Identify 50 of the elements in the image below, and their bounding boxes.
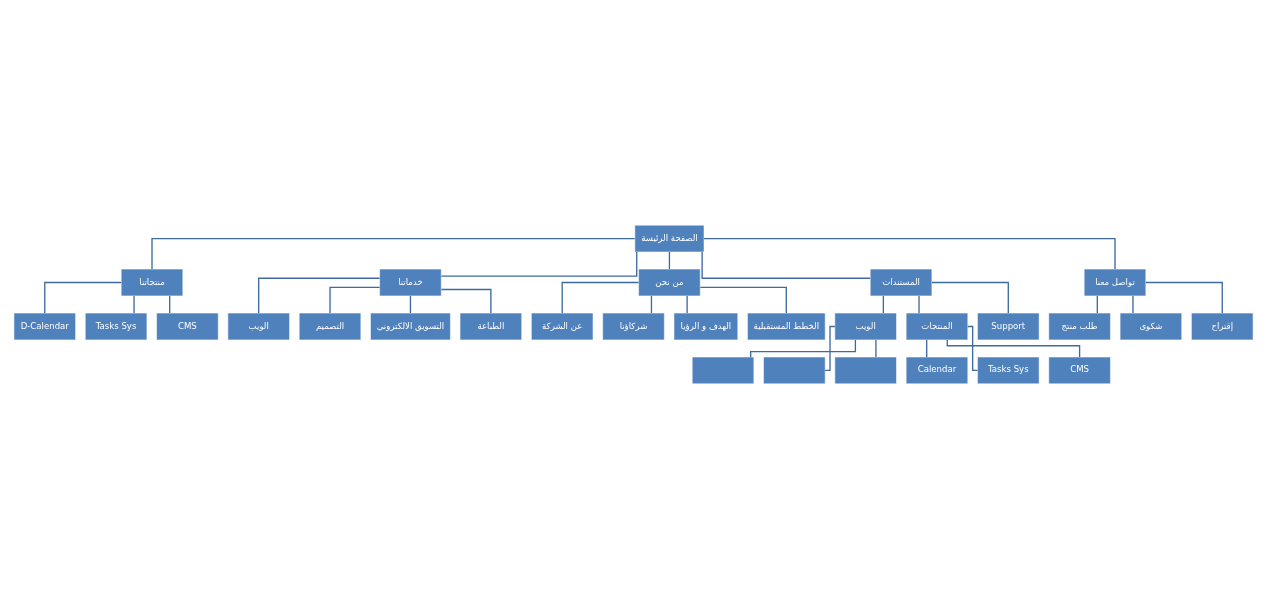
- connector: [440, 288, 492, 314]
- node-box: الهدف و الرؤيا: [673, 312, 739, 341]
- node-box: خدماتنا: [379, 268, 442, 297]
- connector: [561, 281, 640, 314]
- connector: [967, 325, 979, 372]
- node-box: منتجاتنا: [120, 268, 184, 297]
- node-box: المستندات: [869, 268, 933, 297]
- connector: [918, 295, 920, 314]
- node-box: عن الشركة: [531, 312, 594, 341]
- connector: [699, 286, 787, 314]
- node-box: شكوى: [1119, 312, 1182, 341]
- node-box: طلب منتج: [1048, 312, 1111, 341]
- connector: [151, 237, 636, 270]
- connector: [1145, 281, 1223, 314]
- node-box: CMS: [156, 312, 219, 341]
- connector: [931, 281, 1009, 314]
- connector: [824, 325, 836, 372]
- node-box: Tasks Sys: [977, 356, 1040, 385]
- connector: [875, 339, 877, 358]
- connector: [1132, 295, 1134, 314]
- connector: [329, 286, 381, 314]
- node-box: شركاؤنا: [602, 312, 665, 341]
- node-box: Calendar: [905, 356, 969, 385]
- connector: [946, 339, 1081, 358]
- node-box: الخطط المستقبلية: [747, 312, 826, 341]
- node-box: التصميم: [298, 312, 362, 341]
- connector: [750, 339, 857, 358]
- node-box: الطباعة: [459, 312, 522, 341]
- node-box: [691, 356, 755, 385]
- node-box: CMS: [1048, 356, 1111, 385]
- connector: [686, 295, 688, 314]
- connector: [440, 251, 638, 277]
- node-box: [834, 356, 897, 385]
- connector: [44, 281, 122, 314]
- node-box: الويب: [227, 312, 290, 341]
- node-box: الصفحة الرئيسة: [634, 224, 705, 253]
- node-box: Tasks Sys: [85, 312, 148, 341]
- node-box: تواصل معنا: [1083, 268, 1147, 297]
- node-box: [763, 356, 826, 385]
- node-box: المنتجات: [905, 312, 969, 341]
- node-box: D-Calendar: [13, 312, 76, 341]
- node-box: التسويق الالكتروني: [370, 312, 451, 341]
- connector: [703, 237, 1116, 270]
- node-box: Support: [977, 312, 1040, 341]
- node-box: من نحن: [638, 268, 701, 297]
- connector: [701, 251, 871, 279]
- node-box: الويب: [834, 312, 897, 341]
- connector: [258, 277, 381, 314]
- node-box: إقتراح: [1191, 312, 1254, 341]
- connector: [133, 295, 135, 314]
